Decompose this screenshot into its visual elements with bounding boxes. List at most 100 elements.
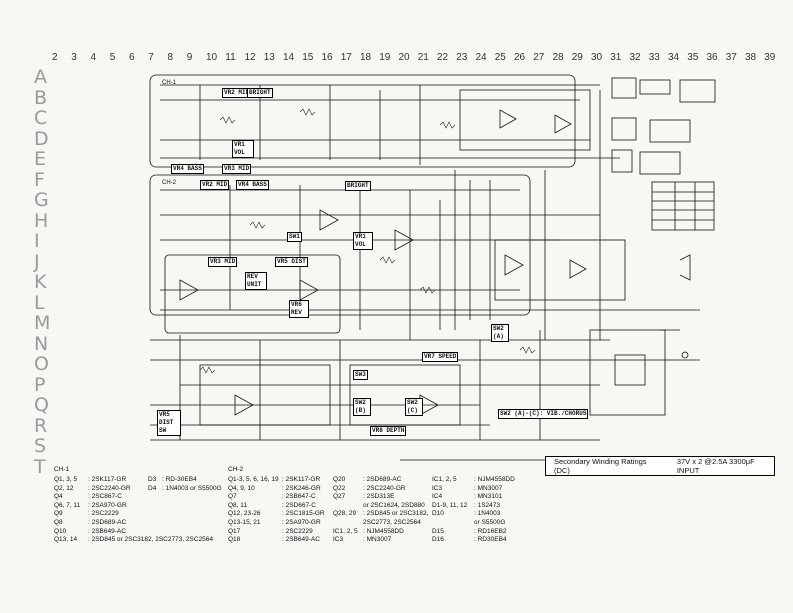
part-ref: Q4: [54, 493, 63, 501]
column-number: 2: [52, 52, 58, 63]
secondary-winding-ratings: Secondary Winding Ratings (DC) 37V x 2 @…: [545, 456, 775, 476]
row-letter: E: [34, 148, 47, 170]
part-ref: Q8: [54, 518, 63, 526]
part-ref: Q8, 11: [228, 501, 248, 509]
part-ref: D15: [432, 527, 444, 535]
part-row: Q13, 14 : 2SD845 or 2SC3182, 2SC2773, 2SC…: [54, 536, 213, 545]
part-ref: D1-9, 11, 12: [432, 501, 468, 509]
part-row: Q2, 12: 2SC2240-GR: [54, 485, 213, 494]
row-letter: A: [34, 66, 47, 88]
part-value: : MN3007: [474, 484, 503, 492]
part-value: : 2SC2229: [282, 527, 313, 535]
part-value: : 2SK117-GR: [282, 476, 321, 483]
ch2-vr1-vol: VR1 VOL: [353, 232, 373, 250]
part-value: : 2SB647-C: [282, 493, 316, 501]
part-ref: Q9: [54, 510, 63, 518]
ch2-vr4-bass: VR4 BASS: [236, 180, 269, 190]
part-row: D4: 1N4003 or S5500G: [148, 485, 222, 494]
part-value: : 2SD845 or 2SC3182, 2SC2773, 2SC2564: [88, 536, 214, 544]
part-row: Q4, 9, 10: 2SK246-GR: [228, 485, 325, 494]
column-number: 31: [610, 52, 622, 63]
winding-label: Secondary Winding Ratings (DC): [554, 457, 647, 475]
column-number: 24: [475, 52, 487, 63]
part-ref: IC1, 2, 5: [333, 527, 358, 535]
column-number: 27: [533, 52, 545, 63]
part-ref: Q1-3, 5, 6, 16, 19: [228, 476, 279, 483]
part-ref: Q22: [333, 484, 346, 492]
part-value: : 2SD667-C: [282, 501, 316, 509]
part-value: : RD-30EB4: [162, 476, 197, 483]
vr7-speed: VR7 SPEED: [422, 352, 459, 362]
row-letter: Q: [34, 394, 49, 416]
ch1-bright-switch: BRIGHT: [247, 88, 273, 98]
part-row: Q1, 3, 5: 2SK117-GR: [54, 476, 213, 485]
row-letter: B: [34, 86, 48, 109]
part-value: : 2SD313E: [363, 493, 395, 501]
column-number: 7: [148, 52, 154, 63]
sw2-b: SW2 (B): [353, 398, 371, 416]
ch2-sw1: SW1: [287, 232, 302, 242]
row-letter: T: [34, 455, 46, 478]
part-value: : 1S2473: [474, 501, 501, 509]
part-value: : 2SB649-AC: [88, 527, 126, 535]
ch1-vr4-bass: VR4 BASS: [171, 164, 204, 174]
part-row: 2SC2773, 2SC2564: [333, 519, 428, 528]
row-letter: C: [34, 107, 48, 129]
part-row: IC4 : MN3101: [432, 493, 515, 502]
part-row: or S5500G: [432, 519, 515, 528]
part-ref: Q4, 9, 10: [228, 484, 255, 492]
column-number: 23: [456, 52, 468, 63]
part-row: Q4: 2SC867-C: [54, 493, 213, 502]
sw2-mode-note: SW2 (A)-(C): VIB./CHORUS: [498, 409, 589, 419]
part-ref: IC1, 2, 5: [432, 476, 457, 483]
part-ref: Q13, 14: [54, 536, 78, 544]
part-row: Q28, 29: 2SD845 or 2SC3182,: [333, 510, 428, 519]
part-value: or 2SC1624, 2SD880: [363, 501, 425, 509]
part-value: : MN3101: [474, 493, 503, 501]
sw2-c: SW2 (C): [405, 398, 423, 416]
vr6-rev: VR6 REV: [289, 300, 309, 318]
vr5-dist-switch: VR5 DIST SW: [157, 410, 181, 436]
part-value: : 1N4003: [474, 510, 501, 518]
rev-unit: REV UNIT: [245, 272, 267, 290]
column-number: 28: [552, 52, 564, 63]
column-number: 14: [283, 52, 295, 63]
part-row: IC3: MN3007: [333, 536, 428, 545]
part-value: : 2SD689-AC: [88, 518, 127, 526]
vr5-dist: VR5 DIST: [275, 257, 308, 267]
part-row: D15: RD16EB2: [432, 528, 515, 537]
row-letter: O: [34, 353, 49, 375]
column-number: 37: [725, 52, 737, 63]
ch2-vr2-mid: VR2 MID: [200, 180, 230, 190]
part-row: Q13-15, 21: 2SA970-GR: [228, 519, 325, 528]
column-number: 19: [379, 52, 391, 63]
column-number: 12: [244, 52, 256, 63]
part-ref: IC4: [432, 493, 443, 501]
column-number: 34: [668, 52, 680, 63]
part-ref: Q27: [333, 493, 346, 501]
part-row: Q20: 2SD689-AC: [333, 476, 428, 485]
column-number: 36: [706, 52, 718, 63]
row-letter: J: [34, 250, 40, 273]
part-ref: IC3: [333, 536, 344, 544]
part-row: Q17: 2SC2229: [228, 528, 325, 537]
ch1-enclosure: [149, 74, 576, 168]
part-ref: Q7: [228, 493, 237, 501]
row-letter: L: [34, 291, 45, 314]
part-value: : 2SA970-GR: [88, 501, 127, 509]
part-ref: [333, 502, 363, 511]
part-value: : 2SD689-AC: [363, 476, 402, 483]
part-value: : RD30EB4: [474, 536, 507, 544]
part-value: : NJM4558DD: [363, 527, 404, 535]
winding-value: 37V x 2 @2.5A 3300μF INPUT: [676, 457, 755, 475]
part-ref: Q12, 23-26: [228, 510, 261, 518]
part-row: Q1-3, 5, 6, 16, 19: 2SK117-GR: [228, 476, 325, 485]
ch1-vr1-vol: VR1 VOL: [232, 140, 254, 158]
column-number: 10: [206, 52, 218, 63]
vr8-depth: VR8 DEPTH: [370, 426, 407, 436]
